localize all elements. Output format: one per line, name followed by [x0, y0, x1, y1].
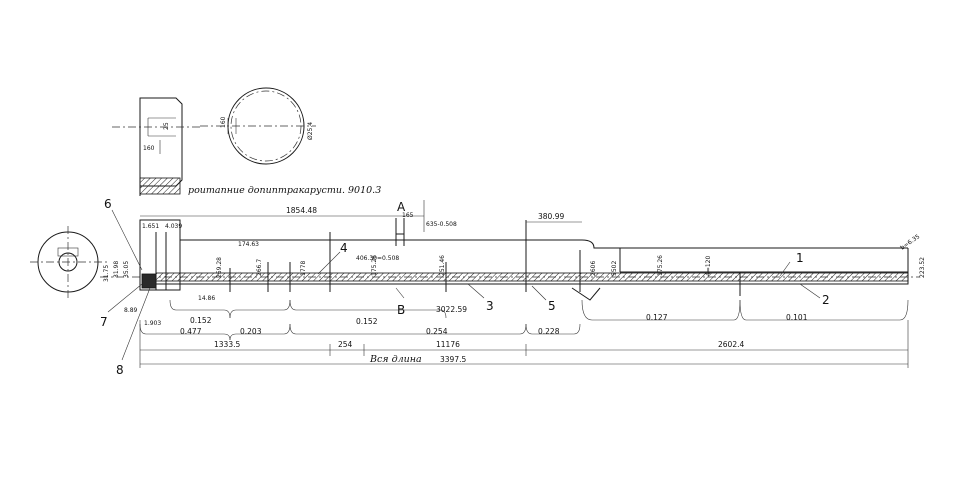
dim-635: 635-0.508	[426, 221, 457, 228]
len-1333: 1333.5	[214, 340, 240, 349]
vdim-1778: 1778	[300, 261, 307, 276]
vdim-5502: 5502	[611, 261, 618, 276]
vdim-25146: 251.46	[439, 255, 446, 276]
vdim-2606: 2606	[590, 261, 597, 276]
vdim-174: 174.63	[238, 241, 259, 248]
seg-0152a: 0.152	[190, 316, 212, 325]
callout-1: 1	[796, 251, 804, 265]
len-254: 254	[338, 340, 353, 349]
vdim-6: b=6.35	[899, 233, 921, 252]
end-view	[30, 226, 108, 298]
seg-1903: 1.903	[144, 320, 161, 327]
vdim-22352: 223.52	[919, 257, 926, 278]
callout-5: 5	[548, 299, 556, 313]
seg-0203: 0.203	[240, 327, 262, 336]
seg-3022: 3022.59	[436, 305, 467, 314]
vdim-3198: 31.98	[113, 261, 120, 278]
detail-dim-160: 160	[143, 145, 155, 152]
vdim-406: 406.30=0.508	[356, 255, 399, 262]
dim-165: 165	[402, 212, 414, 219]
detail-dim-160b: 160	[220, 116, 227, 128]
callout-8: 8	[116, 363, 124, 377]
detail-diameter: Ø25.4	[307, 122, 314, 140]
dim-1651: 1.651	[142, 223, 159, 230]
segment-dimensions: 0.152 0.477 0.203 0.152 0.254 0.228 0.12…	[124, 295, 909, 341]
callout-3: 3	[486, 299, 494, 313]
seg-0228: 0.228	[538, 327, 560, 336]
callouts: 6 7 8 1 2 3 4 5	[100, 197, 830, 377]
detail-dim-25: 25	[163, 122, 170, 130]
dim-1854: 1854.48	[286, 206, 317, 215]
length-dimensions: 1333.5 254 11176 2602.4 Вся длина 3397.5	[139, 320, 909, 368]
dim-380: 380.99	[538, 212, 564, 221]
vdim-3505: 35.05	[123, 261, 130, 278]
vdim-4: 4=120	[705, 256, 712, 276]
len-11176: 11176	[436, 340, 460, 349]
callout-6: 6	[104, 197, 112, 211]
vdim-2667: 266.7	[256, 259, 263, 276]
seg-0254: 0.254	[426, 327, 448, 336]
vdim-259: 259.28	[216, 257, 223, 278]
seg-0152b: 0.152	[356, 317, 378, 326]
tolerance-note: роитапние допиптракарусти. 9010.3	[188, 185, 381, 196]
seg-0477: 0.477	[180, 327, 202, 336]
vdim-3175: 31.75	[103, 265, 110, 282]
seg-0101: 0.101	[786, 313, 808, 322]
seg-1486: 14.86	[198, 295, 215, 302]
seg-889: 8.89	[124, 307, 138, 314]
detail-section-view: 160 25	[112, 97, 200, 196]
overall-length-value: 3397.5	[440, 355, 466, 364]
vdim-17526b: 175.26	[371, 255, 378, 276]
section-a-label: A	[397, 200, 406, 214]
seg-0127: 0.127	[646, 313, 668, 322]
overall-length-label: Вся длина	[369, 354, 422, 365]
callout-7: 7	[100, 315, 108, 329]
dim-4039: 4.039	[165, 223, 182, 230]
vdim-17526: 175.26	[657, 255, 664, 276]
top-dimensions: 1854.48 380.99 635-0.508 165 4.039 1.651…	[140, 200, 582, 317]
detail-circle-view: 160 Ø25.4	[200, 87, 316, 165]
callout-2: 2	[822, 293, 830, 307]
callout-4: 4	[340, 241, 348, 255]
main-shaft	[100, 218, 920, 301]
len-2602: 2602.4	[718, 340, 744, 349]
